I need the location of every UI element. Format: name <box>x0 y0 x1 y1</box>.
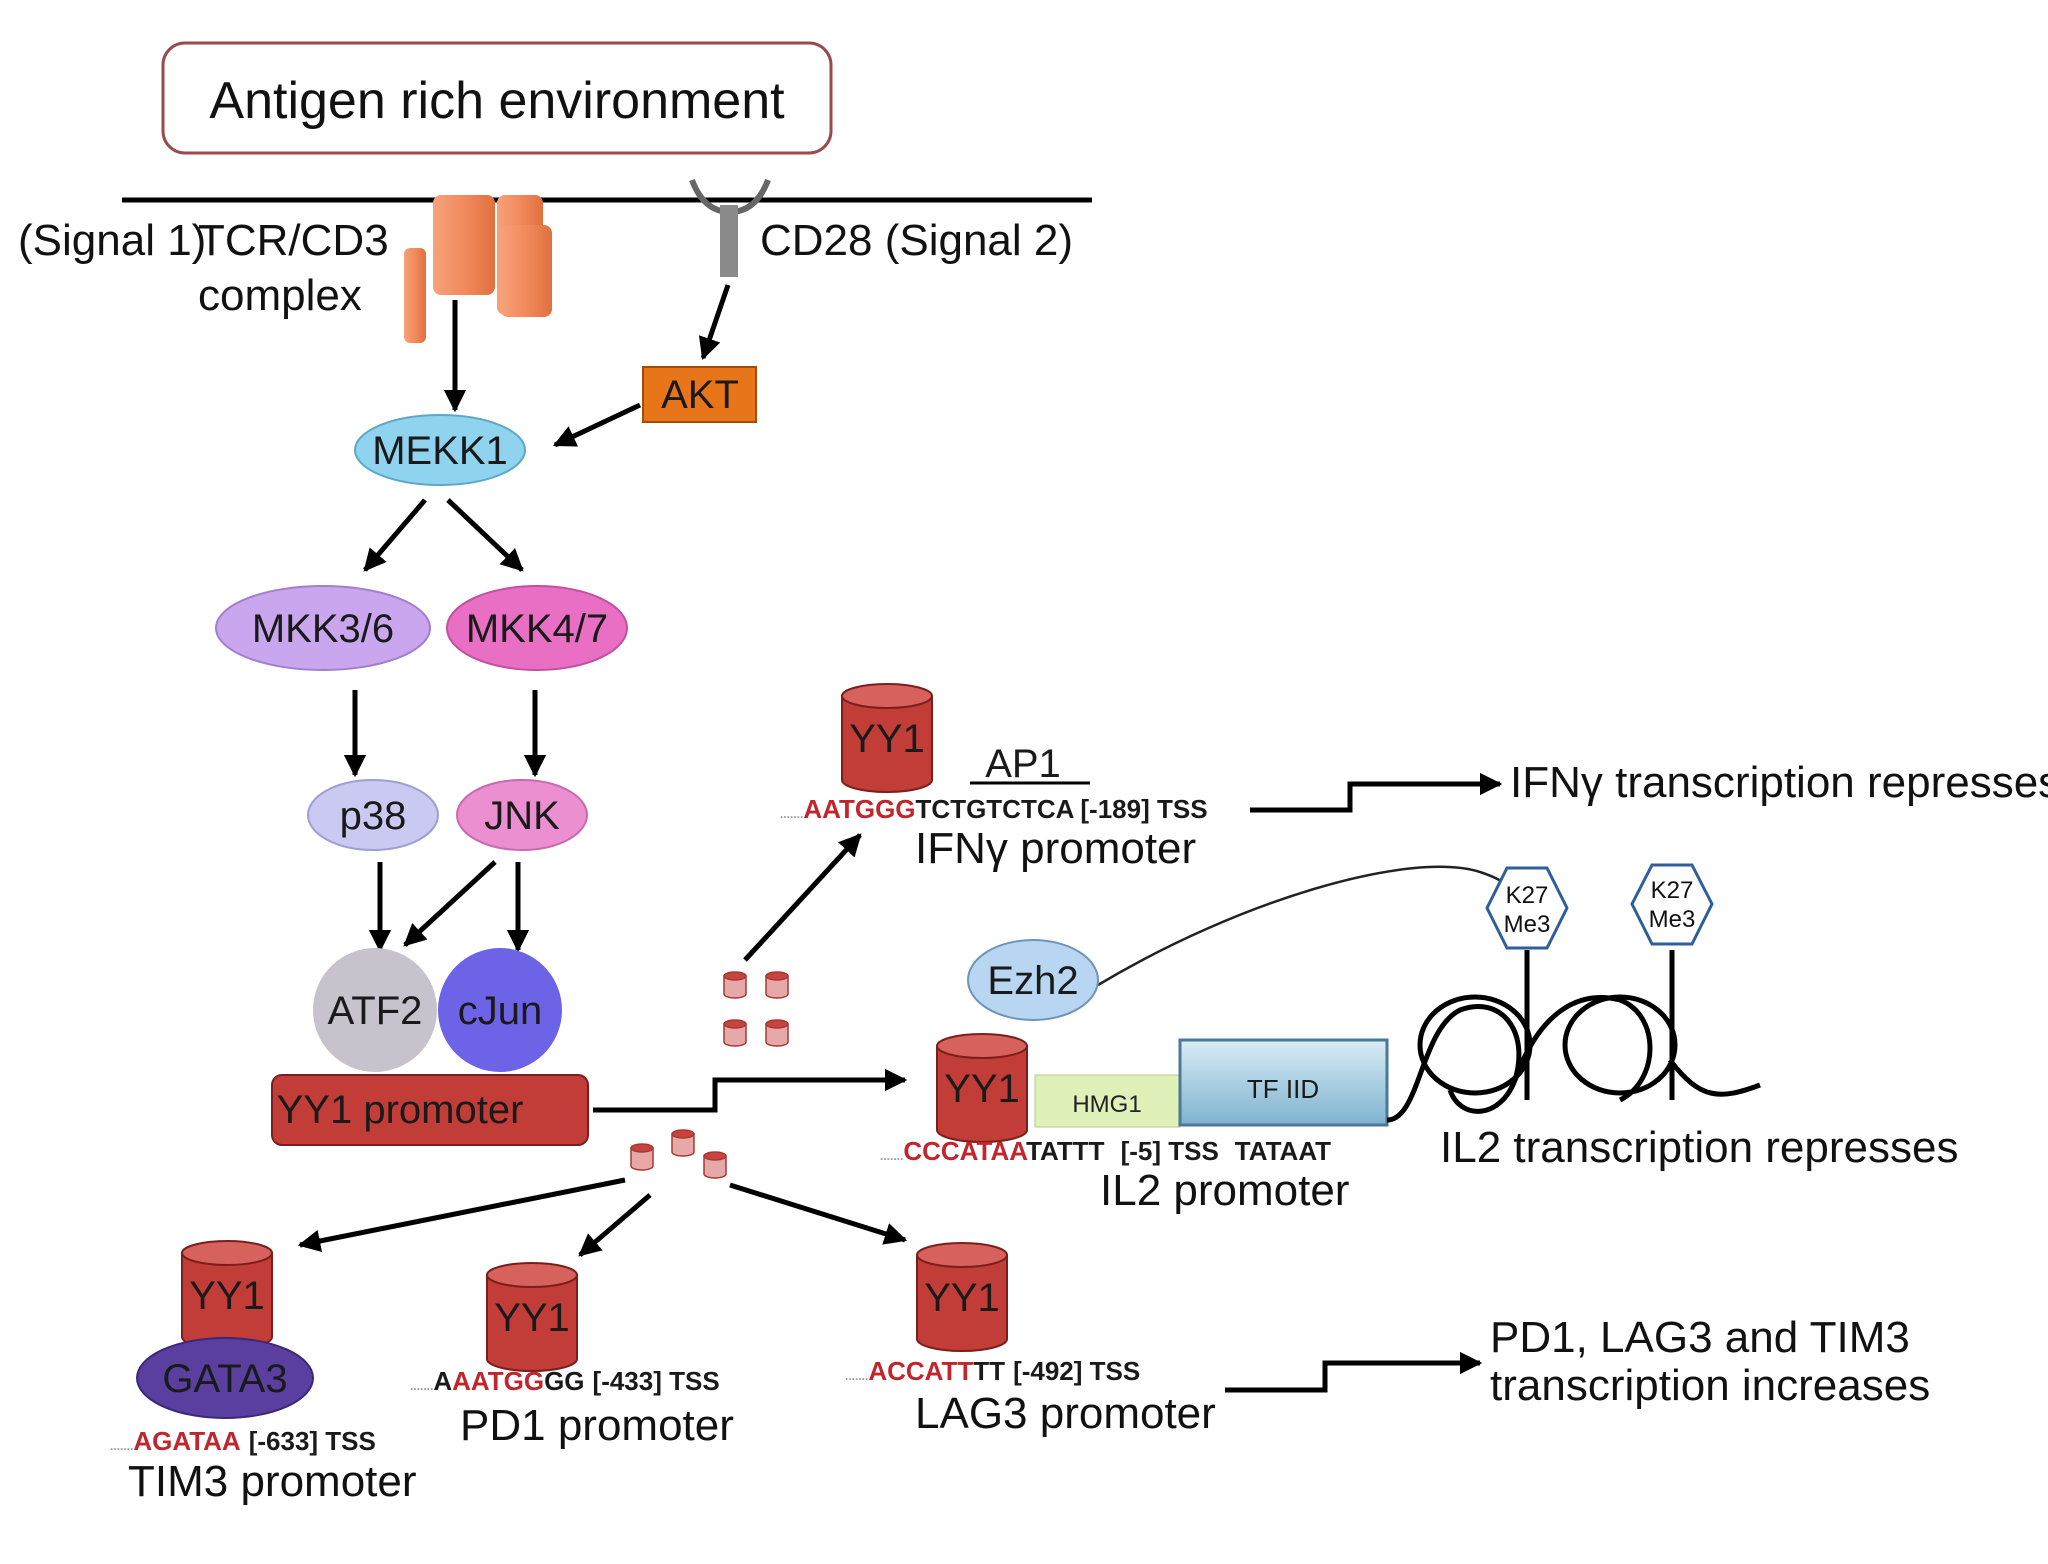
yy1-molecules-upper <box>723 971 789 1047</box>
cd28-label: CD28 (Signal 2) <box>760 216 1073 265</box>
lag3-promoter-label: LAG3 promoter <box>915 1389 1216 1438</box>
il2-promoter-label: IL2 promoter <box>1100 1166 1349 1215</box>
jnk-node <box>456 779 588 851</box>
mkk36-node <box>215 585 431 671</box>
mkk47-label: MKK4/7 <box>466 607 608 651</box>
ezh2-label: Ezh2 <box>987 959 1078 1003</box>
tim3-sequence: .......AGATAA[-633] TSS <box>110 1426 376 1456</box>
ezh2-node <box>967 939 1099 1021</box>
p38-node <box>307 779 439 851</box>
atf2-node <box>313 948 437 1072</box>
arrow-jnk-atf2 <box>403 860 497 947</box>
arrow-mekk1-mkk47 <box>446 498 524 572</box>
cjun-node <box>438 948 562 1072</box>
arrow-akt-mekk1 <box>552 402 642 448</box>
cjun-label: cJun <box>458 989 543 1033</box>
chromatin-nucleosomes-icon <box>1386 950 1761 1123</box>
yy1-promoter-box <box>271 1074 589 1146</box>
arrow-to-ifng <box>743 833 862 962</box>
me3-label-1: Me3 <box>1504 911 1551 938</box>
hmg1-label: HMG1 <box>1072 1091 1141 1118</box>
p38-label: p38 <box>340 794 407 838</box>
tcr-cd3-complex-icon <box>404 195 552 343</box>
tim3-promoter-label: TIM3 promoter <box>128 1457 417 1506</box>
akt-node <box>642 366 757 423</box>
mkk36-label: MKK3/6 <box>252 607 394 651</box>
akt-label: AKT <box>661 373 739 417</box>
mekk1-node <box>354 414 526 486</box>
arrow-to-lag3 <box>729 1182 908 1245</box>
yy1-ifng-label: YY1 <box>849 717 925 761</box>
header-box <box>161 41 833 155</box>
arrow-to-pd1 <box>578 1193 652 1257</box>
mkk47-node <box>446 585 628 671</box>
yy1-molecules-lower <box>630 1129 727 1179</box>
ifng-promoter-label: IFNγ promoter <box>915 824 1196 873</box>
pd1-sequence: .......AAATGGGG[-433] TSS <box>410 1366 720 1396</box>
pd1-promoter-label: PD1 promoter <box>460 1401 734 1450</box>
arrow-to-tim3 <box>297 1177 626 1253</box>
yy1-tim3-label: YY1 <box>189 1274 265 1318</box>
tcr-label-line1: TCR/CD3 <box>198 216 389 265</box>
cd28-receptor-icon <box>689 178 771 277</box>
gata3-label: GATA3 <box>162 1357 287 1401</box>
gata3-node <box>136 1337 314 1419</box>
lag3-sequence: .......ACCATTTT[-492] TSS <box>845 1356 1140 1386</box>
k27me3-mark-1: K27 Me3 <box>1485 866 1569 950</box>
mekk1-label: MEKK1 <box>372 429 508 473</box>
final-outcome-line1: PD1, LAG3 and TIM3 <box>1490 1313 1910 1362</box>
k27-label-2: K27 <box>1651 877 1694 904</box>
atf2-label: ATF2 <box>328 989 423 1033</box>
arrow-cd28-akt <box>698 284 731 361</box>
arrow-final-outcome <box>1225 1351 1483 1393</box>
signal1-label: (Signal 1) <box>18 216 206 265</box>
arrow-mekk1-mkk36 <box>363 498 427 572</box>
yy1-pd1-label: YY1 <box>494 1296 570 1340</box>
header-title: Antigen rich environment <box>209 72 785 130</box>
ezh2-loop-line <box>1097 865 1525 987</box>
arrow-yy1-transcription <box>593 1068 908 1113</box>
me3-label-2: Me3 <box>1649 906 1696 933</box>
yy1-lag3-label: YY1 <box>924 1276 1000 1320</box>
hmg1-node <box>1034 1074 1181 1128</box>
il2-outcome-label: IL2 transcription represses <box>1440 1123 1958 1172</box>
ap1-label: AP1 <box>985 742 1061 786</box>
tfiid-label: TF IID <box>1247 1074 1319 1104</box>
arrow-ifng-outcome <box>1250 772 1503 813</box>
tfiid-node <box>1178 1038 1389 1127</box>
yy1-promoter-label: YY1 promoter <box>277 1088 524 1132</box>
jnk-label: JNK <box>484 794 560 838</box>
ifng-outcome-label: IFNγ transcription represses <box>1510 758 2048 807</box>
final-outcome-line2: transcription increases <box>1490 1361 1930 1410</box>
k27-label-1: K27 <box>1506 882 1549 909</box>
yy1-il2-label: YY1 <box>944 1067 1020 1111</box>
tcr-label-line2: complex <box>198 271 362 320</box>
k27me3-mark-2: K27 Me3 <box>1630 863 1714 946</box>
ifng-sequence: .......AATGGGTCTGTCTCA[-189] TSS <box>780 794 1208 824</box>
